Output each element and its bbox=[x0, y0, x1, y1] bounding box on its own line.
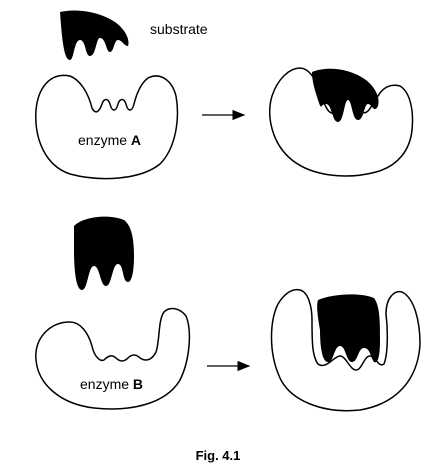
enzyme-b-label: enzyme B bbox=[80, 376, 143, 392]
complex-b-substrate-shape bbox=[317, 294, 380, 363]
substrate-a-free-shape bbox=[60, 10, 129, 60]
enzyme-a-shape bbox=[35, 74, 179, 180]
complex-a-substrate-shape bbox=[312, 68, 379, 122]
complex-b-enzyme-shape bbox=[270, 288, 421, 412]
enzyme-b-shape bbox=[35, 307, 191, 410]
enzyme-a-label: enzyme A bbox=[78, 132, 141, 148]
substrate-label: substrate bbox=[150, 21, 208, 37]
figure-caption: Fig. 4.1 bbox=[196, 448, 241, 463]
substrate-b-free-shape bbox=[74, 216, 134, 290]
